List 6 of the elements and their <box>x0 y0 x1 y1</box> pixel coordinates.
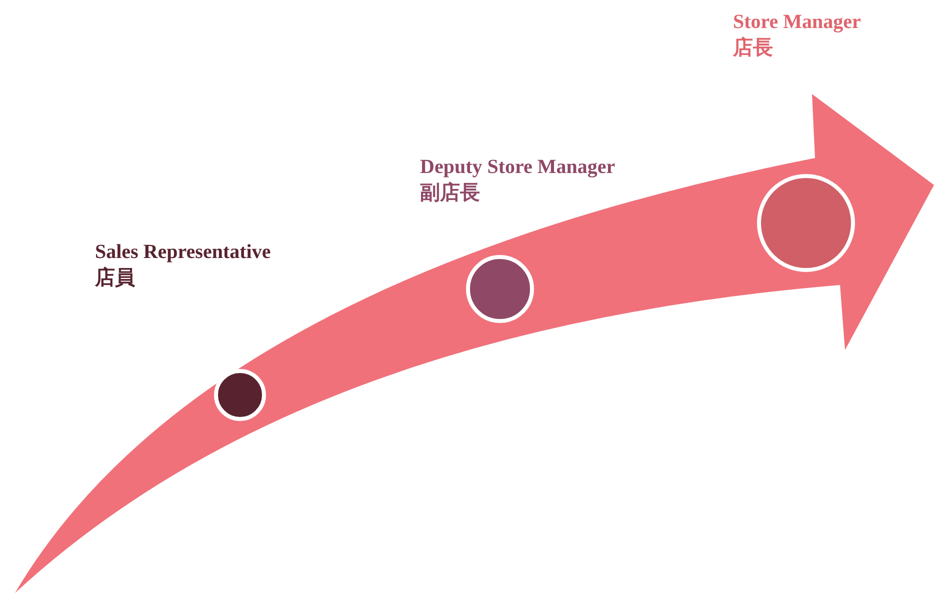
role-title-chinese: 副店長 <box>420 181 480 205</box>
role-title: Store Manager <box>733 10 861 34</box>
role-title-chinese: 店員 <box>95 266 135 290</box>
role-title: Deputy Store Manager <box>420 155 616 179</box>
role-title-chinese: 店長 <box>733 36 773 60</box>
role-title: Sales Representative <box>95 240 271 264</box>
